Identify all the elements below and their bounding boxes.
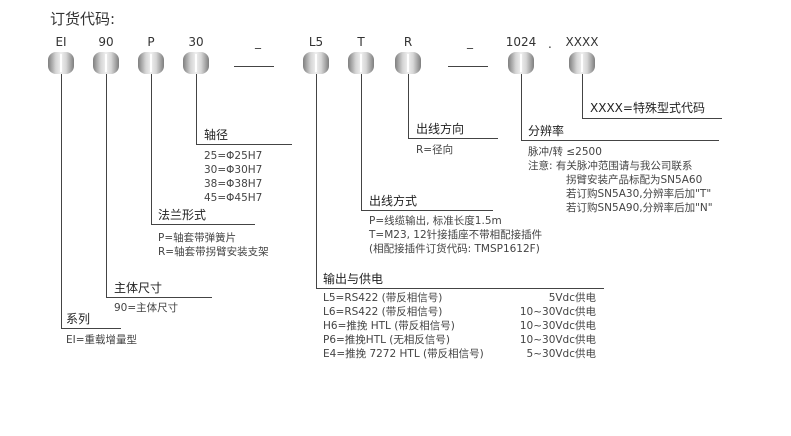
series-option-ei: EI=重载增量型 xyxy=(66,334,138,346)
code-flange: P xyxy=(147,35,155,49)
connector-series xyxy=(61,74,62,328)
body-size-option-90: 90=主体尺寸 xyxy=(114,302,179,314)
code-direction: R xyxy=(403,35,413,49)
shaft-option-30: 30=Φ30H7 xyxy=(204,164,263,176)
connector-resolution xyxy=(521,74,522,140)
output-row-l6: L6=RS422 (带反相信号) xyxy=(323,306,443,318)
code-slot-shaft xyxy=(183,52,209,74)
resolution-note-t: 若订购SN5A30,分辨率后加"T" xyxy=(566,188,712,200)
code-slot-flange xyxy=(138,52,164,74)
underline-series xyxy=(61,328,121,329)
code-dot: . xyxy=(548,37,552,51)
code-slot-cable xyxy=(348,52,374,74)
underline-shaft xyxy=(196,144,292,145)
connector-shaft xyxy=(196,74,197,144)
connector-special xyxy=(582,74,583,118)
shaft-option-45: 45=Φ45H7 xyxy=(204,192,263,204)
body-size-heading: 主体尺寸 xyxy=(114,281,163,295)
connector-body-size xyxy=(106,74,107,297)
resolution-note: 注意: 有关脉冲范围请与我公司联系 xyxy=(528,160,693,172)
flange-option-p: P=轴套带弹簧片 xyxy=(158,232,237,244)
code-slot-resolution xyxy=(508,52,534,74)
connector-cable xyxy=(361,74,362,210)
cable-heading: 出线方式 xyxy=(369,194,418,208)
flange-heading: 法兰形式 xyxy=(158,208,207,222)
code-separator-2: _ xyxy=(467,35,473,49)
code-output: L5 xyxy=(308,35,324,49)
direction-radial: R=径向 xyxy=(416,144,454,156)
resolution-note-n: 若订购SN5A90,分辨率后加"N" xyxy=(566,202,713,214)
output-row-h6-supply: 10~30Vdc供电 xyxy=(519,320,596,332)
code-slot-series xyxy=(48,52,74,74)
code-special: XXXX xyxy=(565,35,599,49)
shaft-heading: 轴径 xyxy=(204,128,229,142)
underline-output xyxy=(316,288,604,289)
page-title: 订货代码: xyxy=(50,10,116,28)
cable-connector-code: (相配接插件订货代码: TMSP1612F) xyxy=(369,243,540,255)
code-slot-body-size xyxy=(93,52,119,74)
underline-cable xyxy=(361,210,493,211)
output-row-l6-supply: 10~30Vdc供电 xyxy=(519,306,596,318)
cable-option-p: P=线缆输出, 标准长度1.5m xyxy=(369,215,502,227)
underline-direction xyxy=(408,138,498,139)
separator-line-2 xyxy=(448,66,488,67)
direction-heading: 出线方向 xyxy=(416,122,465,136)
underline-flange xyxy=(151,224,255,225)
series-heading: 系列 xyxy=(66,312,91,326)
output-row-p6-supply: 10~30Vdc供电 xyxy=(519,334,596,346)
resolution-range: 脉冲/转 ≤2500 xyxy=(528,146,602,158)
code-separator-1: _ xyxy=(255,35,261,49)
cable-option-t: T=M23, 12针接插座不带相配接插件 xyxy=(369,229,543,241)
code-shaft: 30 xyxy=(188,35,204,49)
connector-output xyxy=(316,74,317,288)
code-resolution: 1024 xyxy=(505,35,537,49)
special-heading: XXXX=特殊型式代码 xyxy=(590,101,705,115)
output-row-l5-supply: 5Vdc供电 xyxy=(548,292,596,304)
output-heading: 输出与供电 xyxy=(323,272,384,286)
flange-option-r: R=轴套带拐臂安装支架 xyxy=(158,246,269,258)
resolution-note-standard: 拐臂安装产品标配为SN5A60 xyxy=(566,174,703,186)
resolution-heading: 分辨率 xyxy=(528,124,565,138)
code-body-size: 90 xyxy=(98,35,114,49)
code-cable: T xyxy=(357,35,365,49)
shaft-option-38: 38=Φ38H7 xyxy=(204,178,263,190)
underline-special xyxy=(582,118,722,119)
shaft-option-25: 25=Φ25H7 xyxy=(204,150,263,162)
code-slot-output xyxy=(303,52,329,74)
output-row-e4-supply: 5~30Vdc供电 xyxy=(526,348,596,360)
code-slot-direction xyxy=(395,52,421,74)
code-slot-special xyxy=(569,52,595,74)
underline-body-size xyxy=(106,297,212,298)
output-row-p6: P6=推挽HTL (无相反信号) xyxy=(323,334,450,346)
connector-flange xyxy=(151,74,152,224)
underline-resolution xyxy=(521,140,719,141)
code-series: EI xyxy=(55,35,67,49)
output-row-l5: L5=RS422 (带反相信号) xyxy=(323,292,443,304)
connector-direction xyxy=(408,74,409,138)
separator-line-1 xyxy=(234,66,274,67)
output-row-e4: E4=推挽 7272 HTL (带反相信号) xyxy=(323,348,484,360)
output-row-h6: H6=推挽 HTL (带反相信号) xyxy=(323,320,455,332)
